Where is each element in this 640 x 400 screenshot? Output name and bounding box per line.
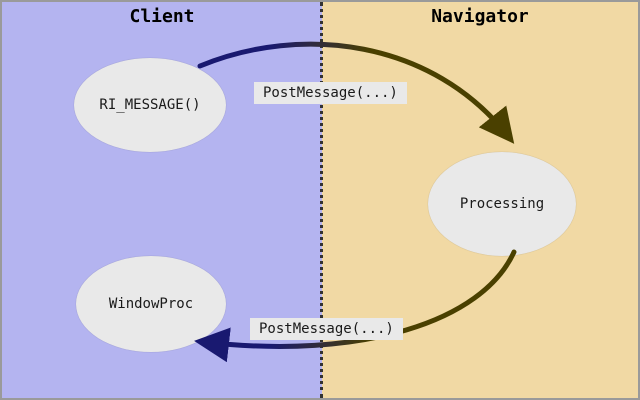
edge-label-postmessage-top: PostMessage(...): [254, 82, 407, 104]
navigator-panel-title: Navigator: [431, 6, 529, 27]
node-ri-message-label: RI_MESSAGE(): [99, 97, 201, 113]
node-processing: Processing: [428, 152, 576, 256]
panel-divider: [320, 2, 323, 398]
edge-label-postmessage-bottom: PostMessage(...): [250, 318, 403, 340]
edge-label-postmessage-bottom-text: PostMessage(...): [259, 321, 394, 337]
client-panel-title: Client: [129, 6, 195, 27]
node-ri-message: RI_MESSAGE(): [74, 58, 226, 152]
node-processing-label: Processing: [459, 196, 545, 212]
edge-label-postmessage-top-text: PostMessage(...): [263, 85, 398, 101]
node-windowproc: WindowProc: [76, 256, 226, 352]
node-windowproc-label: WindowProc: [108, 296, 194, 312]
